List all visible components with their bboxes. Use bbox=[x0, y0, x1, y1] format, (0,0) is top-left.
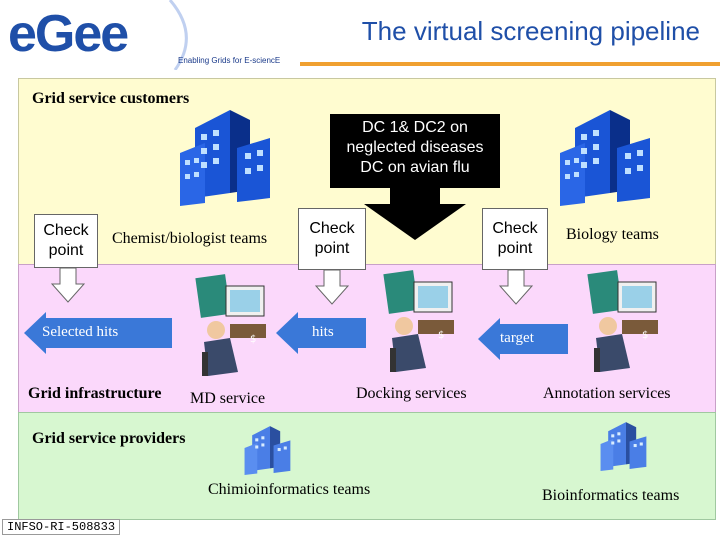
providers-band-label: Grid service providers bbox=[32, 430, 186, 447]
infrastructure-band-label: Grid infrastructure bbox=[28, 385, 162, 402]
hits-label: hits bbox=[312, 324, 334, 340]
computer-user-icon: $ bbox=[383, 270, 454, 372]
slide-header: eGee Enabling Grids for E-sciencE The vi… bbox=[0, 0, 720, 70]
docking-services-label: Docking services bbox=[356, 385, 467, 402]
target-arrow bbox=[478, 318, 568, 360]
target-label: target bbox=[500, 330, 534, 346]
logo-swoosh-graphic bbox=[0, 0, 188, 70]
building-icon bbox=[560, 110, 650, 206]
annotation-services-label: Annotation services bbox=[543, 385, 671, 402]
egee-logo: eGee bbox=[8, 5, 129, 63]
slide-title: The virtual screening pipeline bbox=[361, 16, 700, 46]
header-divider bbox=[300, 62, 720, 66]
hits-arrow bbox=[276, 312, 366, 354]
md-service-label: MD service bbox=[190, 390, 266, 407]
selected-hits-label: Selected hits bbox=[42, 324, 119, 340]
data-challenge-box: DC 1& DC2 on neglected diseases DC on av… bbox=[330, 114, 500, 188]
selected-hits-arrow bbox=[24, 312, 172, 354]
checkpoint-middle-line-2: point bbox=[314, 240, 350, 257]
building-icon bbox=[180, 110, 270, 206]
customers-band-label: Grid service customers bbox=[32, 90, 190, 107]
dc-box-line-2: neglected diseases bbox=[346, 139, 484, 156]
biology-teams-label: Biology teams bbox=[566, 226, 659, 243]
dc-box-line-3: DC on avian flu bbox=[360, 159, 470, 176]
building-icon bbox=[244, 426, 291, 475]
building-icon bbox=[600, 422, 647, 471]
svg-text:$: $ bbox=[642, 330, 648, 341]
checkpoint-right-arrow bbox=[498, 270, 534, 305]
checkpoint-middle: Check point bbox=[298, 208, 366, 270]
dc-box-line-1: DC 1& DC2 on bbox=[362, 119, 468, 136]
checkpoint-left-line-1: Check bbox=[43, 222, 89, 239]
dc-down-arrow bbox=[364, 186, 466, 240]
checkpoint-left-line-2: point bbox=[48, 242, 84, 259]
svg-text:$: $ bbox=[250, 334, 256, 345]
checkpoint-left: Check point bbox=[34, 214, 98, 268]
checkpoint-middle-arrow bbox=[314, 270, 350, 305]
checkpoint-left-arrow bbox=[50, 268, 86, 303]
checkpoint-right: Check point bbox=[482, 208, 548, 270]
computer-user-icon: $ bbox=[195, 274, 266, 376]
tagline: Enabling Grids for E-sciencE bbox=[178, 56, 281, 65]
computer-user-icon: $ bbox=[587, 270, 658, 372]
chemist-biologist-teams-label: Chemist/biologist teams bbox=[112, 230, 268, 247]
chimioinformatics-teams-label: Chimioinformatics teams bbox=[208, 481, 371, 498]
bioinformatics-teams-label: Bioinformatics teams bbox=[542, 487, 680, 504]
checkpoint-right-line-1: Check bbox=[492, 220, 538, 237]
svg-text:$: $ bbox=[438, 330, 444, 341]
checkpoint-right-line-2: point bbox=[497, 240, 533, 257]
checkpoint-middle-line-1: Check bbox=[309, 220, 355, 237]
providers-band bbox=[18, 412, 716, 520]
footer-project-id: INFSO-RI-508833 bbox=[2, 519, 121, 535]
